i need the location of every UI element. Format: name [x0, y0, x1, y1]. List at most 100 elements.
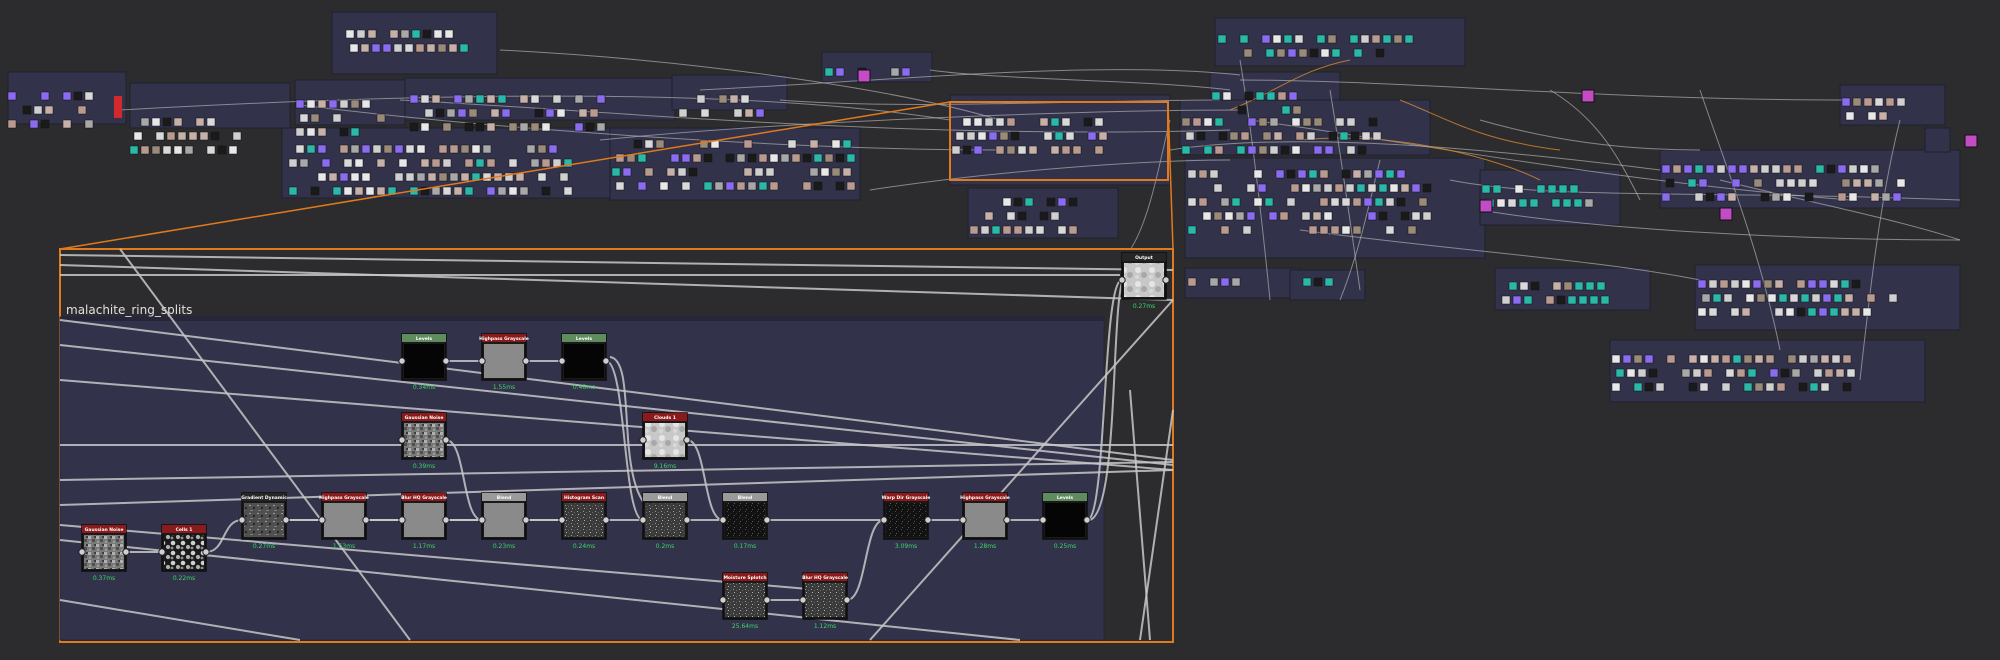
- node-input-port[interactable]: [398, 516, 406, 524]
- mini-node[interactable]: [1789, 293, 1799, 303]
- mini-node[interactable]: [1774, 279, 1784, 289]
- mini-node[interactable]: [1346, 117, 1356, 127]
- node-output-port[interactable]: [442, 516, 450, 524]
- mini-node[interactable]: [1013, 197, 1023, 207]
- mini-node[interactable]: [1727, 192, 1737, 202]
- mini-node[interactable]: [1279, 211, 1289, 221]
- mini-node[interactable]: [747, 153, 757, 163]
- node-header[interactable]: [1122, 253, 1166, 261]
- mini-node[interactable]: [1697, 307, 1707, 317]
- mini-node[interactable]: [490, 108, 500, 118]
- mini-node[interactable]: [1896, 97, 1906, 107]
- mini-node[interactable]: [1874, 97, 1884, 107]
- mini-node[interactable]: [1600, 295, 1610, 305]
- node-input-port[interactable]: [719, 516, 727, 524]
- mini-node[interactable]: [831, 139, 841, 149]
- node-input-port[interactable]: [959, 516, 967, 524]
- mini-node[interactable]: [62, 119, 72, 129]
- mini-node[interactable]: [681, 181, 691, 191]
- mini-node[interactable]: [1569, 184, 1579, 194]
- mini-node[interactable]: [177, 131, 187, 141]
- mini-node[interactable]: [306, 144, 316, 154]
- mini-node[interactable]: [809, 167, 819, 177]
- mini-node[interactable]: [563, 158, 573, 168]
- mini-node[interactable]: [1253, 197, 1263, 207]
- mini-node[interactable]: [295, 127, 305, 137]
- mini-node[interactable]: [1870, 192, 1880, 202]
- mini-node[interactable]: [1754, 354, 1764, 364]
- mini-node[interactable]: [188, 131, 198, 141]
- mini-node[interactable]: [1313, 117, 1323, 127]
- mini-node[interactable]: [1798, 354, 1808, 364]
- mini-node[interactable]: [519, 94, 529, 104]
- mini-node[interactable]: [559, 172, 569, 182]
- mini-node[interactable]: [1367, 211, 1377, 221]
- mini-node[interactable]: [1418, 197, 1428, 207]
- mini-node[interactable]: [725, 153, 735, 163]
- mini-node[interactable]: [393, 43, 403, 53]
- mini-node[interactable]: [317, 144, 327, 154]
- mini-node[interactable]: [1820, 354, 1830, 364]
- mini-node[interactable]: [1313, 145, 1323, 155]
- mini-node[interactable]: [140, 145, 150, 155]
- mini-node[interactable]: [1213, 183, 1223, 193]
- mini-node[interactable]: [541, 122, 551, 132]
- node-output-port[interactable]: [683, 516, 691, 524]
- mini-node[interactable]: [831, 167, 841, 177]
- mini-node[interactable]: [1815, 164, 1825, 174]
- mini-node[interactable]: [1831, 354, 1841, 364]
- mini-node[interactable]: [1519, 281, 1529, 291]
- node-input-port[interactable]: [1039, 516, 1047, 524]
- mini-node[interactable]: [1353, 48, 1363, 58]
- mini-node[interactable]: [1050, 211, 1060, 221]
- mini-node[interactable]: [1202, 211, 1212, 221]
- mini-node[interactable]: [1220, 277, 1230, 287]
- mini-node[interactable]: [1848, 164, 1858, 174]
- mini-node[interactable]: [1298, 48, 1308, 58]
- node-header[interactable]: [562, 334, 606, 342]
- mini-node[interactable]: [1842, 354, 1852, 364]
- mini-node[interactable]: [1822, 293, 1832, 303]
- mini-node[interactable]: [1892, 192, 1902, 202]
- mini-node[interactable]: [409, 122, 419, 132]
- mini-node[interactable]: [802, 153, 812, 163]
- mini-node[interactable]: [1050, 117, 1060, 127]
- mini-node[interactable]: [1294, 34, 1304, 44]
- mini-node[interactable]: [1774, 307, 1784, 317]
- mini-node[interactable]: [962, 117, 972, 127]
- mini-node[interactable]: [622, 167, 632, 177]
- mini-node[interactable]: [1185, 131, 1195, 141]
- node-header[interactable]: [402, 413, 446, 421]
- mini-node[interactable]: [1698, 178, 1708, 188]
- mini-node[interactable]: [969, 225, 979, 235]
- mini-node[interactable]: [1716, 192, 1726, 202]
- mini-node[interactable]: [637, 153, 647, 163]
- mini-node[interactable]: [1725, 368, 1735, 378]
- mini-node[interactable]: [740, 94, 750, 104]
- mini-node[interactable]: [1578, 295, 1588, 305]
- mini-node[interactable]: [1731, 178, 1741, 188]
- mini-node[interactable]: [1367, 183, 1377, 193]
- mini-node[interactable]: [1556, 295, 1566, 305]
- mini-node[interactable]: [1637, 368, 1647, 378]
- mini-node[interactable]: [382, 43, 392, 53]
- mini-node[interactable]: [1501, 295, 1511, 305]
- mini-node[interactable]: [1732, 354, 1742, 364]
- mini-node[interactable]: [1741, 307, 1751, 317]
- overview-selection-box[interactable]: [949, 101, 1169, 181]
- mini-node[interactable]: [1301, 211, 1311, 221]
- mini-node[interactable]: [1824, 368, 1834, 378]
- mini-node[interactable]: [1360, 34, 1370, 44]
- mini-node[interactable]: [420, 158, 430, 168]
- mini-node[interactable]: [644, 167, 654, 177]
- mini-node[interactable]: [1754, 382, 1764, 392]
- mini-node[interactable]: [1046, 197, 1056, 207]
- node-output-port[interactable]: [1003, 516, 1011, 524]
- mini-node[interactable]: [1763, 279, 1773, 289]
- mini-node[interactable]: [232, 131, 242, 141]
- mini-node[interactable]: [1765, 354, 1775, 364]
- mini-node[interactable]: [530, 122, 540, 132]
